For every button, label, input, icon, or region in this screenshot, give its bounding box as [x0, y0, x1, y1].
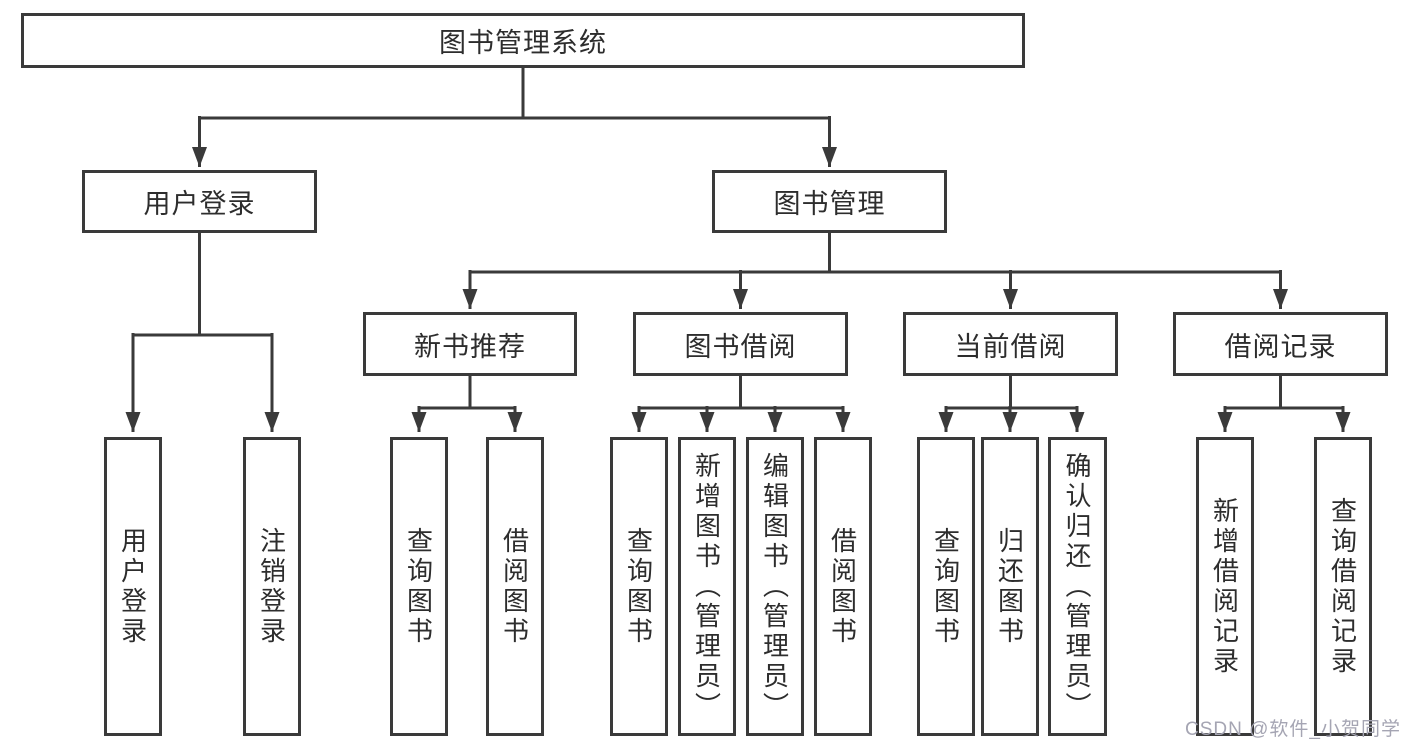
node-leaf-query-borrow-record: 查询借阅记录 — [1314, 437, 1372, 736]
node-leaf-edit-books-admin: 编辑图书（管理员） — [746, 437, 804, 736]
edge-new-book-recommend-to-leaves — [411, 373, 523, 432]
node-book-borrowing-label: 图书借阅 — [684, 331, 797, 362]
node-current-borrowing-label: 当前借阅 — [954, 331, 1067, 362]
edge-borrowing-records-to-leaves — [1217, 373, 1351, 432]
node-leaf-add-books-admin-label: 新增图书（管理员） — [691, 451, 722, 722]
node-leaf-return-books-label: 归还图书 — [994, 526, 1025, 647]
edge-book-management-to-level3 — [462, 230, 1288, 309]
node-leaf-logout: 注销登录 — [243, 437, 301, 736]
node-leaf-borrowing-borrow-books: 借阅图书 — [814, 437, 872, 736]
node-leaf-recommend-query-books: 查询图书 — [390, 437, 448, 736]
node-root-label: 图书管理系统 — [439, 28, 607, 58]
node-book-borrowing: 图书借阅 — [633, 312, 848, 376]
node-leaf-user-login-label: 用户登录 — [117, 526, 148, 647]
node-new-book-recommend-label: 新书推荐 — [414, 331, 526, 362]
node-current-borrowing: 当前借阅 — [903, 312, 1118, 376]
node-leaf-user-login: 用户登录 — [104, 437, 162, 736]
node-leaf-borrowing-query-books: 查询图书 — [610, 437, 668, 736]
node-leaf-confirm-return-admin-label: 确认归还（管理员） — [1062, 451, 1092, 722]
edge-user-login-to-leaves — [125, 230, 280, 432]
edge-book-borrowing-to-leaves — [631, 373, 851, 432]
node-leaf-logout-label: 注销登录 — [256, 526, 287, 647]
node-leaf-current-query-books-label: 查询图书 — [930, 526, 961, 647]
node-root: 图书管理系统 — [21, 13, 1025, 68]
node-leaf-return-books: 归还图书 — [981, 437, 1039, 736]
node-leaf-borrowing-query-books-label: 查询图书 — [623, 526, 654, 647]
node-leaf-recommend-borrow-books: 借阅图书 — [486, 437, 544, 736]
node-user-login-label: 用户登录 — [143, 189, 256, 219]
node-leaf-recommend-query-books-label: 查询图书 — [403, 526, 434, 647]
node-leaf-confirm-return-admin: 确认归还（管理员） — [1048, 437, 1107, 736]
node-book-management-label: 图书管理 — [773, 189, 886, 219]
node-book-management: 图书管理 — [712, 170, 947, 233]
node-borrowing-records: 借阅记录 — [1173, 312, 1388, 376]
edge-root-to-level2 — [192, 65, 837, 167]
node-user-login: 用户登录 — [82, 170, 317, 233]
node-leaf-add-borrow-record-label: 新增借阅记录 — [1209, 496, 1240, 677]
node-leaf-add-borrow-record: 新增借阅记录 — [1196, 437, 1254, 736]
node-borrowing-records-label: 借阅记录 — [1224, 331, 1337, 362]
node-leaf-query-borrow-record-label: 查询借阅记录 — [1327, 496, 1358, 677]
node-leaf-add-books-admin: 新增图书（管理员） — [678, 437, 736, 736]
csdn-watermark: CSDN @软件_小贺同学 — [1185, 719, 1401, 740]
edge-current-borrowing-to-leaves — [938, 373, 1085, 432]
node-leaf-edit-books-admin-label: 编辑图书（管理员） — [759, 451, 790, 722]
node-new-book-recommend: 新书推荐 — [363, 312, 577, 376]
node-leaf-current-query-books: 查询图书 — [917, 437, 975, 736]
node-leaf-recommend-borrow-books-label: 借阅图书 — [499, 526, 530, 647]
node-leaf-borrowing-borrow-books-label: 借阅图书 — [827, 526, 858, 647]
